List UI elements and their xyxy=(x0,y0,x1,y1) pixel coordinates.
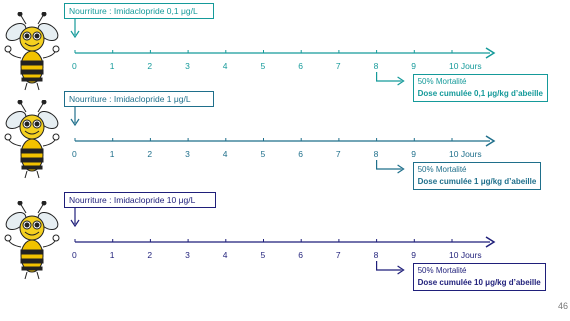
food-arrow-head xyxy=(70,219,80,228)
page-number: 46 xyxy=(557,301,568,311)
mortality-arrow xyxy=(376,261,402,271)
mortality-label: 50% Mortalité xyxy=(417,165,467,174)
mortality-arrow-head xyxy=(397,164,405,174)
tick-label: 8 xyxy=(373,61,379,71)
tick-label: 6 xyxy=(298,250,303,260)
mortality-arrow-head xyxy=(397,265,405,275)
tick-label: 4 xyxy=(222,61,228,71)
mortality-arrow xyxy=(376,72,402,82)
tick-label: 7 xyxy=(335,149,341,159)
dose-label: Dose cumulée 0,1 μg/kg d’abeille xyxy=(417,89,543,98)
tick-label: 5 xyxy=(260,61,266,71)
tick-label: 5 xyxy=(260,250,266,260)
mortality-arrow xyxy=(376,160,402,170)
timeline-arrowhead xyxy=(485,47,496,59)
bee-icon xyxy=(2,200,62,281)
mortality-label: 50% Mortalité xyxy=(417,77,467,86)
tick-label: 7 xyxy=(335,61,341,71)
food-label: Nourriture : Imidaclopride 0,1 μg/L xyxy=(64,3,214,19)
food-label: Nourriture : Imidaclopride 1 μg/L xyxy=(64,91,214,107)
tick-label: 3 xyxy=(185,61,190,71)
timeline xyxy=(70,208,496,275)
tick-label: 0 xyxy=(72,61,77,71)
tick-label: 3 xyxy=(185,149,190,159)
bee-icon xyxy=(2,99,62,180)
food-arrow-head xyxy=(70,118,80,127)
tick-label: 4 xyxy=(222,149,228,159)
tick-label: 10 Jours xyxy=(449,149,482,159)
tick-label: 6 xyxy=(298,61,303,71)
tick-label: 0 xyxy=(72,149,77,159)
tick-label: 1 xyxy=(109,149,115,159)
tick-label: 9 xyxy=(411,61,417,71)
timeline-arrowhead xyxy=(485,236,496,248)
tick-label: 1 xyxy=(109,61,115,71)
panel-1: Nourriture : Imidaclopride 0,1 μg/L 0 1 2 3 4… xyxy=(0,0,570,102)
mortality-label: 50% Mortalité xyxy=(417,266,467,275)
tick-label: 4 xyxy=(222,250,228,260)
tick-label: 9 xyxy=(411,250,417,260)
timeline xyxy=(70,107,496,174)
tick-label: 2 xyxy=(147,149,153,159)
dose-label: Dose cumulée 10 μg/kg d’abeille xyxy=(417,278,541,287)
tick-label: 9 xyxy=(411,149,417,159)
tick-label: 7 xyxy=(335,250,341,260)
timeline xyxy=(70,19,496,86)
tick-label: 10 Jours xyxy=(449,250,482,260)
food-arrow-head xyxy=(70,30,80,39)
tick-label: 1 xyxy=(109,250,115,260)
tick-label: 3 xyxy=(185,250,190,260)
dose-label: Dose cumulée 1 μg/kg d’abeille xyxy=(417,177,537,186)
tick-label: 5 xyxy=(260,149,266,159)
timeline-arrowhead xyxy=(485,135,496,147)
tick-label: 2 xyxy=(147,61,153,71)
food-label: Nourriture : Imidaclopride 10 μg/L xyxy=(64,192,216,208)
panel-2: Nourriture : Imidaclopride 1 μg/L 0 1 2 3 4 5 6… xyxy=(0,88,570,190)
tick-label: 2 xyxy=(147,250,153,260)
tick-label: 0 xyxy=(72,250,77,260)
tick-label: 8 xyxy=(373,149,379,159)
panel-3: Nourriture : Imidaclopride 10 μg/L 0 1 2 3 4 5… xyxy=(0,189,570,291)
bee-icon xyxy=(2,11,62,92)
mortality-arrow-head xyxy=(397,76,405,86)
tick-label: 10 Jours xyxy=(449,61,482,71)
tick-label: 8 xyxy=(373,250,379,260)
tick-label: 6 xyxy=(298,149,303,159)
